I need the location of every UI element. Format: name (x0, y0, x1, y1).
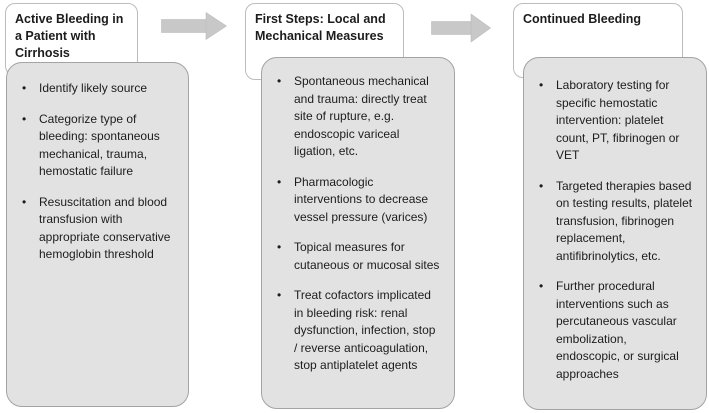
header-title: First Steps: Local and Mechanical Measur… (255, 12, 386, 43)
bullet-text: Targeted therapies based on testing resu… (556, 178, 693, 263)
bullet-dot-icon: • (277, 288, 282, 303)
list-item: • Pharmacologic interventions to decreas… (277, 174, 441, 227)
list-item: • Spontaneous mechanical and trauma: dir… (277, 73, 441, 161)
bullet-text: Laboratory testing for specific hemostat… (556, 78, 680, 163)
bullet-text: Treat cofactors implicated in bleeding r… (294, 288, 436, 373)
bullet-dot-icon: • (539, 279, 544, 294)
bullet-dot-icon: • (277, 174, 282, 189)
arrow-right-icon (431, 13, 491, 43)
list-item: • Resuscitation and blood transfusion wi… (22, 194, 175, 264)
bullet-dot-icon: • (22, 194, 27, 209)
arrow-right-icon (161, 12, 227, 40)
bullet-list: • Identify likely source • Categorize ty… (7, 63, 188, 264)
bullet-dot-icon: • (539, 78, 544, 92)
bullet-text: Categorize type of bleeding: spontaneous… (39, 111, 160, 179)
list-item: • Targeted therapies based on testing re… (539, 178, 693, 266)
list-item: • Treat cofactors implicated in bleeding… (277, 287, 441, 375)
bullet-list: • Laboratory testing for specific hemost… (524, 58, 706, 383)
bullet-dot-icon: • (277, 240, 282, 255)
body-box-active-bleeding: • Identify likely source • Categorize ty… (6, 62, 189, 407)
bullet-dot-icon: • (22, 81, 27, 95)
bullet-text: Topical measures for cutaneous or mucosa… (294, 240, 440, 272)
bullet-dot-icon: • (277, 74, 282, 88)
bullet-text: Pharmacologic interventions to decrease … (294, 174, 429, 224)
list-item: • Categorize type of bleeding: spontaneo… (22, 111, 175, 181)
header-title: Continued Bleeding (523, 12, 642, 26)
body-box-first-steps: • Spontaneous mechanical and trauma: dir… (261, 57, 455, 409)
list-item: • Identify likely source (22, 80, 175, 98)
bullet-text: Spontaneous mechanical and trauma: direc… (294, 74, 429, 159)
list-item: • Topical measures for cutaneous or muco… (277, 239, 441, 274)
body-box-continued-bleeding: • Laboratory testing for specific hemost… (523, 57, 707, 410)
bullet-text: Resuscitation and blood transfusion with… (39, 194, 171, 262)
bullet-list: • Spontaneous mechanical and trauma: dir… (262, 58, 454, 375)
bullet-dot-icon: • (22, 111, 27, 126)
header-title: Active Bleeding in a Patient with Cirrho… (15, 12, 124, 60)
bullet-text: Further procedural interventions such as… (556, 279, 679, 381)
bullet-text: Identify likely source (39, 81, 148, 95)
list-item: • Laboratory testing for specific hemost… (539, 77, 693, 165)
bullet-dot-icon: • (539, 178, 544, 193)
list-item: • Further procedural interventions such … (539, 278, 693, 383)
